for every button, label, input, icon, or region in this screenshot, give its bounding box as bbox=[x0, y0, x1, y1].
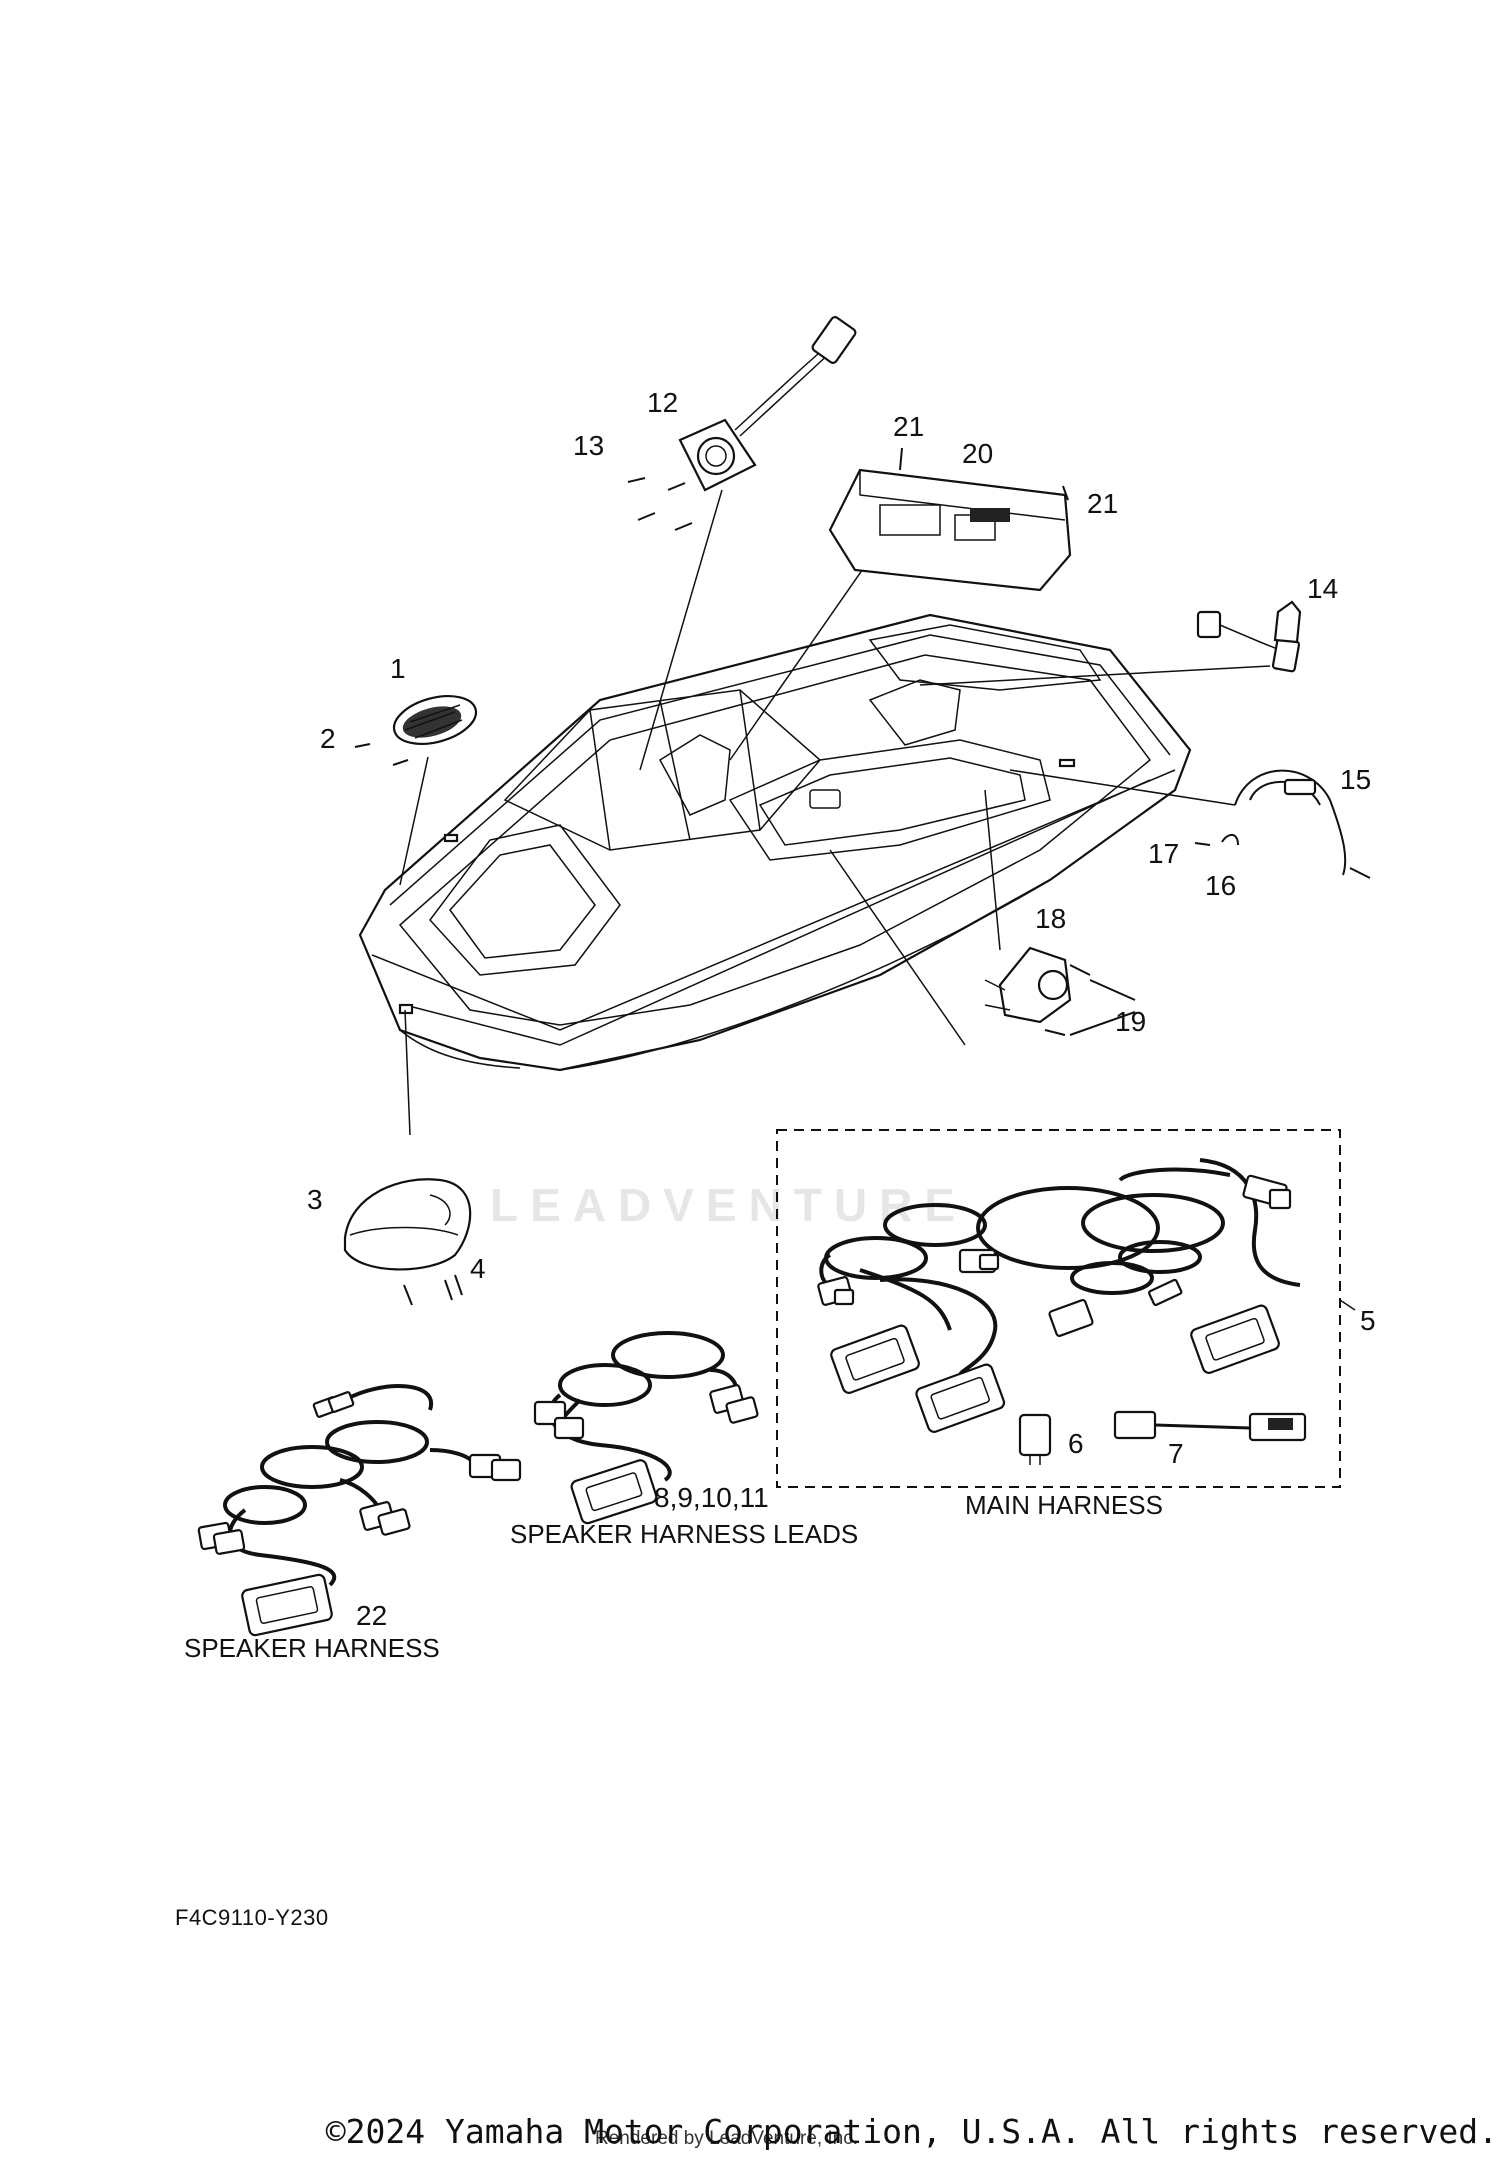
callout-20: 20 bbox=[962, 438, 993, 469]
screws-part-21 bbox=[899, 447, 1069, 501]
callout-12: 12 bbox=[647, 387, 678, 418]
callout-4: 4 bbox=[470, 1253, 486, 1284]
diagram-code: F4C9110-Y230 bbox=[175, 1905, 329, 1930]
screws-part-13 bbox=[627, 477, 693, 531]
screws-part-4 bbox=[403, 1274, 463, 1306]
fuse-part-6 bbox=[1018, 1413, 1052, 1465]
caption-main-harness: MAIN HARNESS bbox=[965, 1490, 1163, 1520]
caption-speaker-harness: SPEAKER HARNESS bbox=[184, 1633, 440, 1663]
leader-lines bbox=[399, 489, 1271, 1136]
boat-hull bbox=[358, 613, 1192, 1072]
rendered-by-credit: Rendered by LeadVenture, Inc. bbox=[595, 2128, 859, 2149]
captions: MAIN HARNESS SPEAKER HARNESS LEADS SPEAK… bbox=[184, 1490, 1163, 1663]
callout-5: 5 bbox=[1360, 1305, 1376, 1336]
screw-part-17 bbox=[1194, 842, 1211, 846]
callout-18: 18 bbox=[1035, 903, 1066, 934]
caption-speaker-harness-leads: SPEAKER HARNESS LEADS bbox=[510, 1519, 858, 1549]
callout-21-right: 21 bbox=[1087, 488, 1118, 519]
cover-part-3 bbox=[343, 1178, 472, 1271]
sensor-part-14 bbox=[1196, 600, 1302, 673]
callout-22: 22 bbox=[356, 1600, 387, 1631]
main-harness-box bbox=[776, 1129, 1356, 1488]
bracket-part-12 bbox=[678, 316, 857, 492]
screw-part-2 bbox=[354, 743, 409, 766]
callout-6: 6 bbox=[1068, 1428, 1084, 1459]
speaker-harness bbox=[197, 1384, 522, 1637]
watermark: LEADVENTURE bbox=[490, 1179, 968, 1231]
callout-15: 15 bbox=[1340, 764, 1371, 795]
callout-labels: 1 2 3 4 5 6 7 8,9,10,11 12 13 14 15 16 1… bbox=[307, 387, 1376, 1631]
clip-part-16 bbox=[1221, 833, 1239, 846]
speaker-harness-leads bbox=[533, 1331, 759, 1525]
speaker-grille-part-1 bbox=[392, 695, 478, 745]
callout-16: 16 bbox=[1205, 870, 1236, 901]
strap-part-15 bbox=[1234, 769, 1371, 879]
callout-7: 7 bbox=[1168, 1438, 1184, 1469]
callout-13: 13 bbox=[573, 430, 604, 461]
callout-8-11: 8,9,10,11 bbox=[654, 1482, 769, 1513]
cable-part-7 bbox=[1113, 1410, 1307, 1442]
callout-17: 17 bbox=[1148, 838, 1179, 869]
switch-part-18 bbox=[984, 946, 1072, 1024]
callout-19: 19 bbox=[1115, 1006, 1146, 1037]
copyright-notice: ©2024 Yamaha Motor Corporation, U.S.A. A… bbox=[325, 2112, 1498, 2151]
callout-1: 1 bbox=[390, 653, 406, 684]
control-module-part-20 bbox=[828, 468, 1072, 592]
callout-2: 2 bbox=[320, 723, 336, 754]
callout-3: 3 bbox=[307, 1184, 323, 1215]
callout-14: 14 bbox=[1307, 573, 1338, 604]
callout-21-top: 21 bbox=[893, 411, 924, 442]
screws-part-19 bbox=[1044, 964, 1136, 1036]
